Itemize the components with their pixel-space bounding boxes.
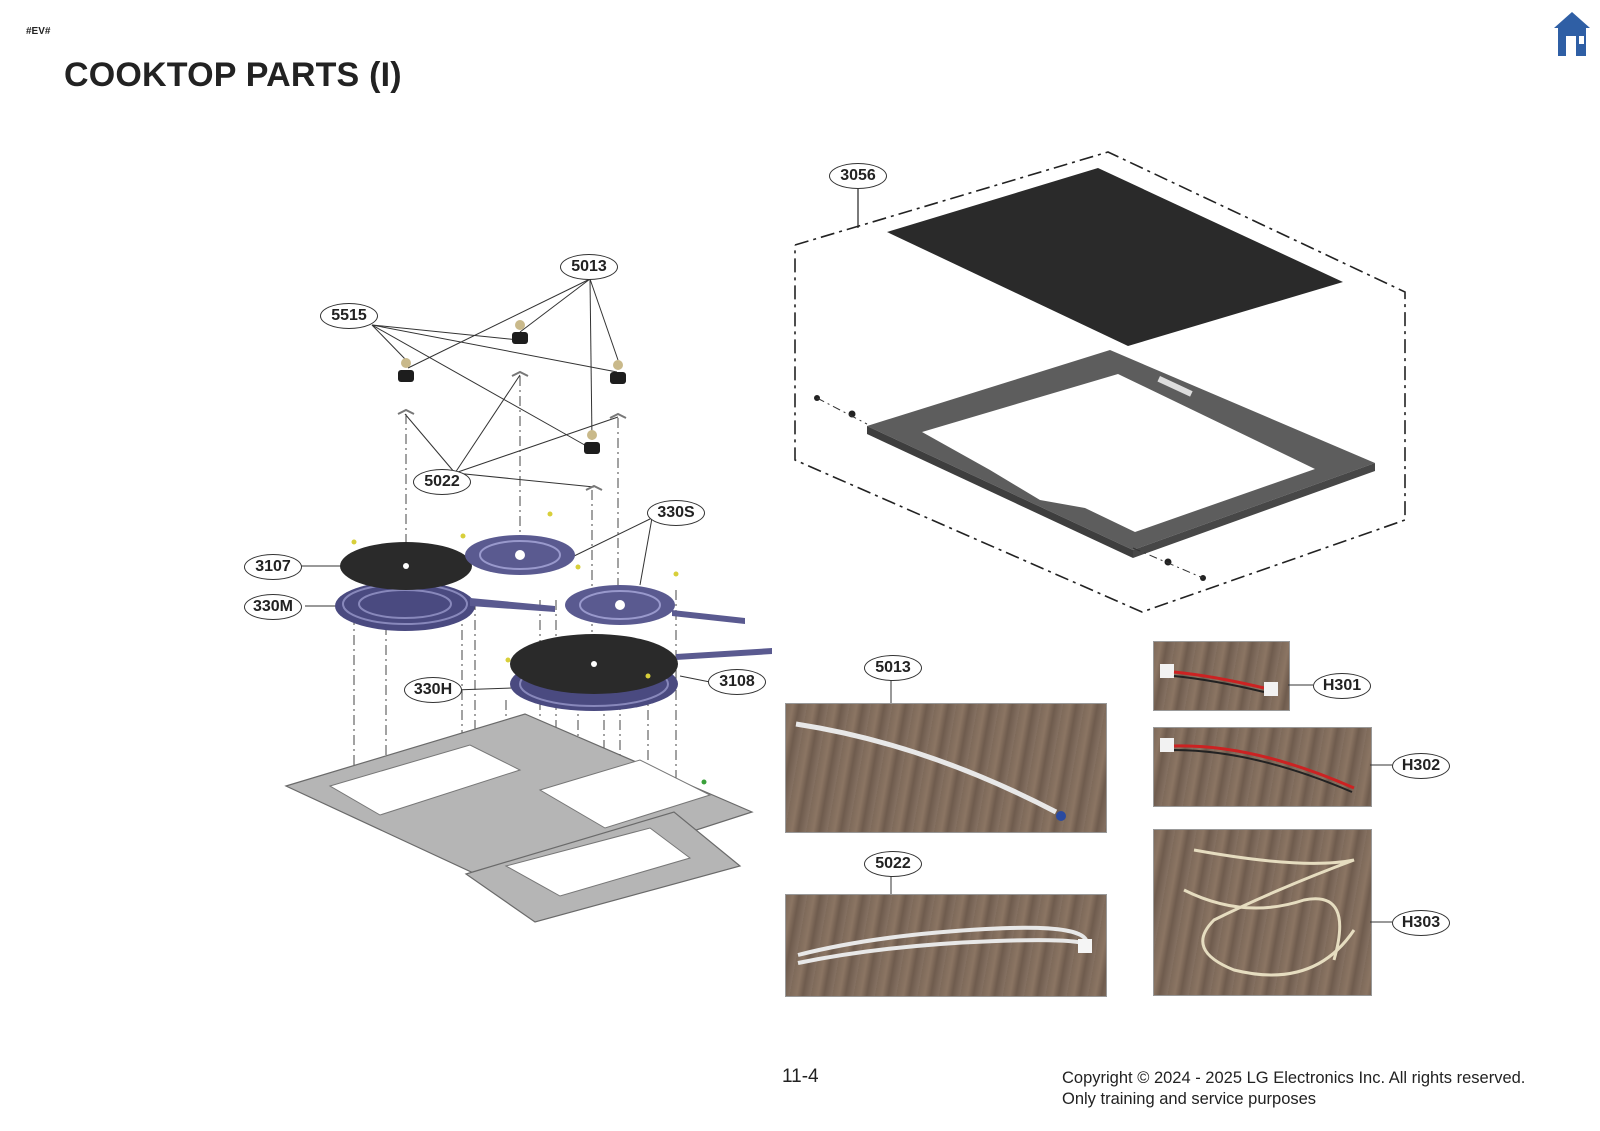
photo-5022-sensor-cable: [785, 894, 1107, 997]
coil-screws: [351, 511, 679, 679]
photo-h303-harness: [1153, 829, 1372, 996]
callout-5022-top: 5022: [413, 469, 471, 495]
callout-5013-top: 5013: [560, 254, 618, 280]
leader-lines: [300, 278, 711, 691]
sensor-clips: [397, 370, 627, 491]
coil-330m: [335, 581, 555, 631]
callout-330s: 330S: [647, 500, 705, 526]
photo-h301-harness: [1153, 641, 1290, 711]
photo-5013-sensor-cable: [785, 703, 1107, 833]
home-button[interactable]: [1552, 10, 1592, 58]
callout-5022-photo: 5022: [864, 851, 922, 877]
callout-h303: H303: [1392, 910, 1450, 936]
thermostat-sensors: [398, 320, 626, 454]
coil-330s-left: [465, 535, 575, 575]
footer-copyright-block: Copyright © 2024 - 2025 LG Electronics I…: [1062, 1068, 1525, 1110]
mounting-bracket-lower: [464, 811, 742, 923]
ceramic-glass-top: [887, 168, 1343, 346]
page-number: 11-4: [782, 1066, 819, 1087]
top-frame: [867, 350, 1375, 558]
home-icon: [1554, 12, 1590, 56]
callout-h301: H301: [1313, 673, 1371, 699]
callout-5515: 5515: [320, 303, 378, 329]
page-title: COOKTOP PARTS (I): [64, 56, 402, 94]
callout-330h: 330H: [404, 677, 462, 703]
callout-3107: 3107: [244, 554, 302, 580]
callout-3108: 3108: [708, 669, 766, 695]
glass-assembly-outline: [794, 151, 1406, 613]
coil-330s-right: [565, 585, 745, 625]
usage-notice: Only training and service purposes: [1062, 1090, 1317, 1108]
document-tag: #EV#: [26, 26, 51, 37]
copyright-text: Copyright © 2024 - 2025 LG Electronics I…: [1062, 1069, 1526, 1087]
callout-330m: 330M: [244, 594, 302, 620]
callout-h302: H302: [1392, 753, 1450, 779]
callout-3056: 3056: [829, 163, 887, 189]
photo-h302-harness: [1153, 727, 1372, 807]
callout-5013-photo: 5013: [864, 655, 922, 681]
